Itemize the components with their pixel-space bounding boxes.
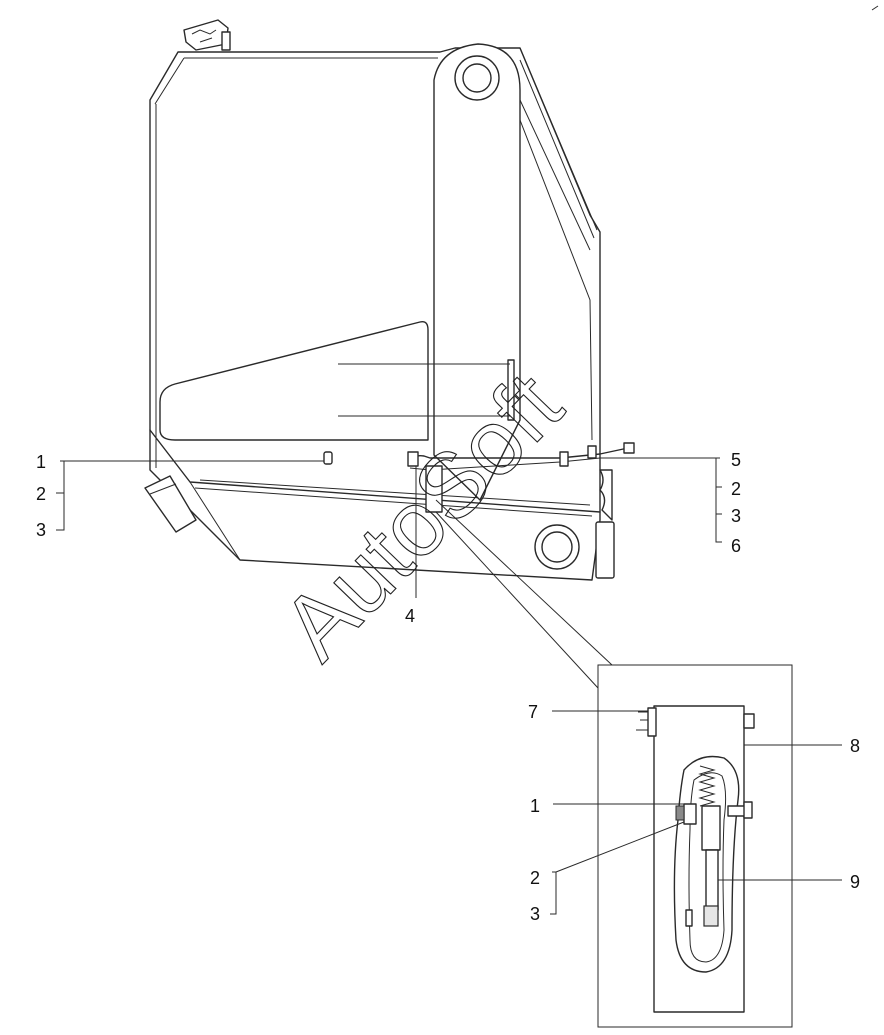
detail-inset [597, 664, 793, 1028]
lower-right-bracket [534, 469, 615, 579]
callout-detail-1: 1 [530, 796, 540, 816]
detail-callout-leaders [550, 710, 842, 915]
callout-right-3: 3 [731, 506, 741, 526]
callout-detail-3: 3 [530, 904, 540, 924]
callout-detail-8: 8 [850, 736, 860, 756]
part-1-plug [323, 451, 333, 465]
callout-left-2: 2 [36, 484, 46, 504]
callout-right-6: 6 [731, 536, 741, 556]
main-callout-leaders [56, 457, 722, 689]
callout-detail-7: 7 [528, 702, 538, 722]
triangle-panel [159, 320, 515, 441]
top-fitting [183, 19, 231, 51]
callout-left-1: 1 [36, 452, 46, 472]
callout-detail-9: 9 [850, 872, 860, 892]
callout-right-2: 2 [731, 479, 741, 499]
callout-detail-2: 2 [530, 868, 540, 888]
corner-mark [871, 5, 879, 11]
callout-bottom-4: 4 [405, 606, 415, 626]
sensor-assembly [407, 442, 635, 598]
watermark-logo: AutoSoft [263, 354, 582, 679]
left-spout [144, 475, 197, 533]
boom-arm [433, 43, 593, 501]
bucket-body [149, 47, 601, 581]
callout-right-5: 5 [731, 450, 741, 470]
callout-left-3: 3 [36, 520, 46, 540]
